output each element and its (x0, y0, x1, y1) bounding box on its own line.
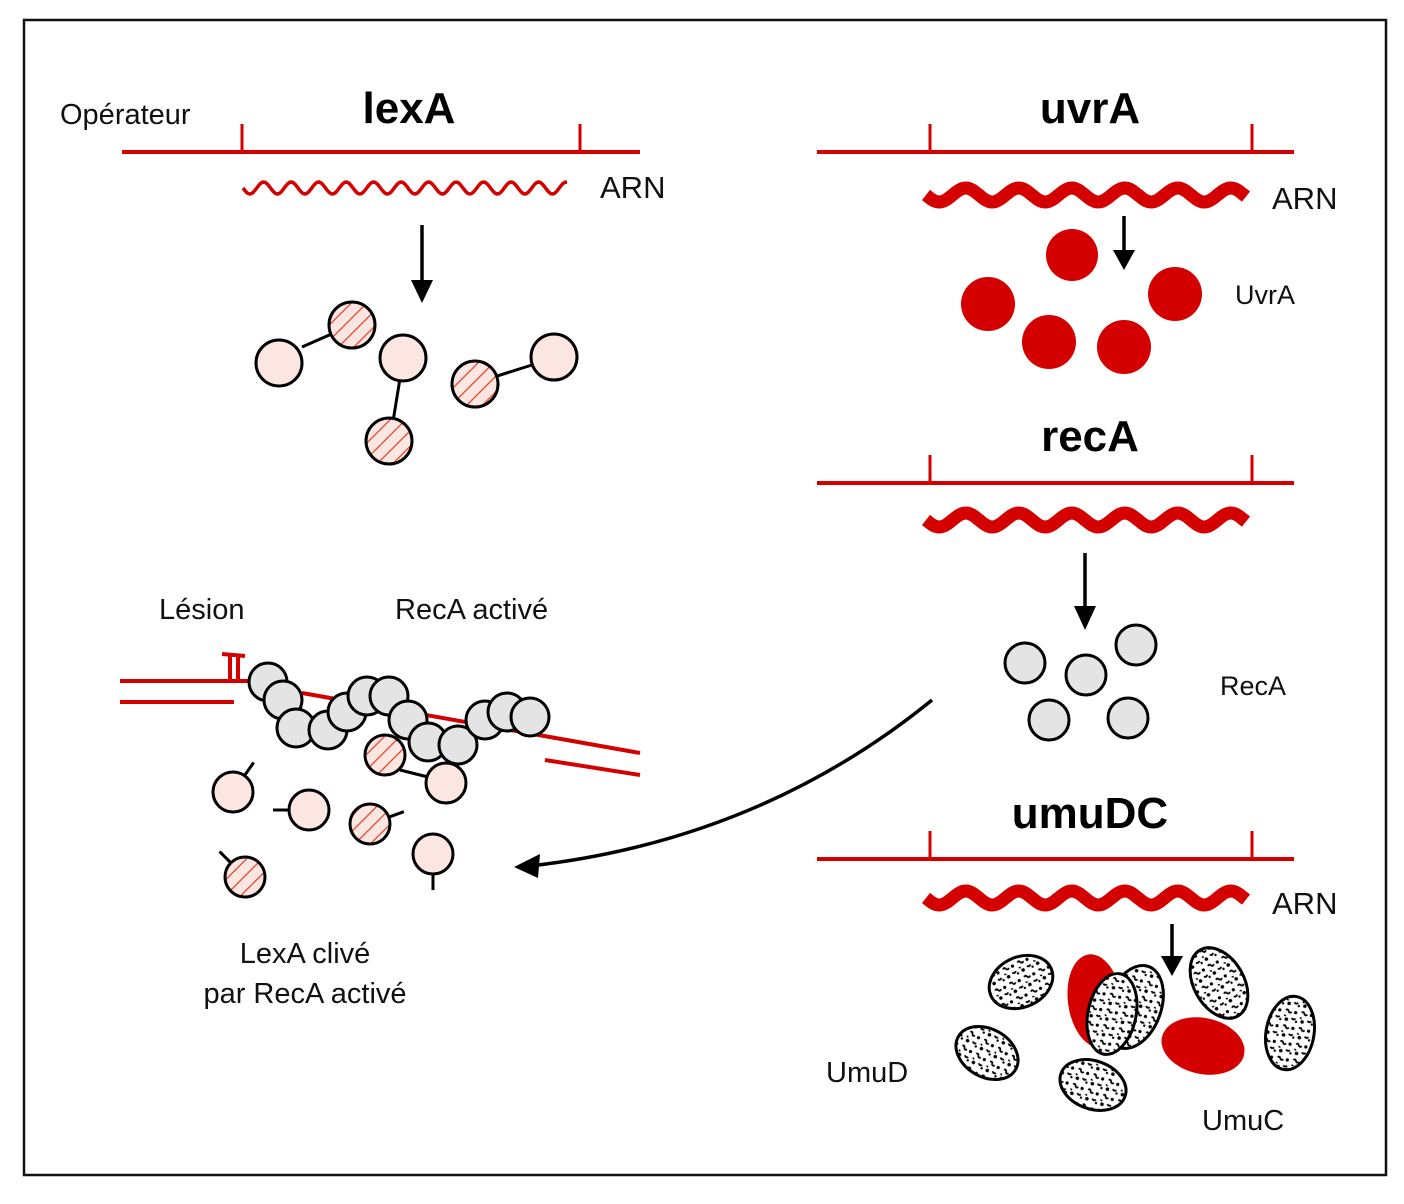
umud-protein (987, 953, 1055, 1011)
reca-gene-label: recA (1041, 412, 1139, 461)
umud-protein (1188, 946, 1250, 1020)
umud-label: UmuD (826, 1057, 908, 1089)
activation-curved-arrow (529, 698, 934, 868)
lexa-dimer (450, 332, 579, 409)
activated-reca-protein (509, 696, 551, 738)
reca-protein (1106, 696, 1150, 740)
reca-protein (1064, 653, 1108, 697)
dna-strand-bottom-right (544, 758, 641, 777)
lexa-protein-hatched (450, 359, 500, 409)
lexa-protein-plain (254, 338, 304, 388)
lexa-protein-plain (529, 332, 579, 382)
uvra-operon: uvrA ARN UvrA (817, 84, 1337, 374)
lexa-dimer (364, 333, 428, 466)
reca-protein-label: RecA (1220, 671, 1286, 701)
cleaved-lexa-hatched (363, 733, 407, 777)
activation-arrow-head (514, 854, 540, 878)
cleaved-lexa-hatched (223, 855, 267, 899)
uvra-rna-label: ARN (1272, 181, 1337, 216)
lesion-dimer-icon (221, 652, 246, 681)
lexa-protein-hatched (327, 300, 377, 350)
umuc-label: UmuC (1202, 1105, 1284, 1137)
lexa-rna-label: ARN (600, 170, 665, 205)
uvra-protein-label: UvrA (1235, 280, 1295, 310)
lesion-label: Lésion (159, 594, 244, 626)
lexa-arrow-head (411, 280, 433, 303)
lesion-panel: Lésion RecA activé LexA clivé par RecA a… (120, 594, 641, 1010)
umudc-rna-wave (921, 884, 1251, 912)
lexa-protein-plain (378, 333, 428, 383)
umudc-arrow-head (1161, 956, 1183, 976)
activated-reca-protein (437, 724, 479, 766)
cleaved-linker-stub (388, 810, 405, 819)
lexa-operon: Opérateur lexA ARN (60, 84, 665, 466)
umud-protein (1058, 1058, 1128, 1112)
uvra-rna-wave (921, 181, 1251, 209)
umud-protein (1264, 994, 1316, 1072)
reca-protein (1027, 698, 1071, 742)
umudc-operon: umuDC ARN UmuD UmuC (817, 789, 1337, 1137)
lexa-gene-label: lexA (363, 84, 456, 133)
cleaved-lexa-group (211, 733, 468, 899)
uvra-protein (1097, 320, 1151, 374)
reca-operon: recA RecA (817, 412, 1294, 742)
reca-rna-wave (921, 506, 1251, 534)
umud-protein (1085, 972, 1139, 1056)
uvra-protein (1022, 315, 1076, 369)
caption-line2: par RecA activé (203, 978, 406, 1010)
reca-filament (247, 661, 551, 766)
uvra-gene-label: uvrA (1040, 84, 1140, 133)
uvra-protein (961, 277, 1015, 331)
lexa-dimer (254, 300, 377, 388)
reca-arrow-head (1074, 606, 1096, 630)
reca-protein (1114, 623, 1158, 667)
lexa-rna-wave (241, 180, 568, 196)
lexa-protein-hatched (364, 416, 414, 466)
cleaved-linker-stub (218, 850, 232, 864)
caption-line1: LexA clivé (240, 938, 371, 970)
umudc-rna-label: ARN (1272, 886, 1337, 921)
cleaved-lexa-plain (424, 761, 468, 805)
cleaved-lexa-plain (411, 832, 455, 876)
reca-activated-label: RecA activé (395, 594, 548, 626)
uvra-protein (1148, 267, 1202, 321)
umud-protein (954, 1024, 1020, 1082)
cleaved-lexa-plain (211, 770, 255, 814)
umudc-gene-label: umuDC (1012, 789, 1168, 838)
operator-label: Opérateur (60, 99, 191, 131)
umuc-protein (1161, 1017, 1245, 1075)
cleaved-lexa-plain (287, 788, 331, 832)
figure-frame (22, 18, 1388, 1177)
uvra-protein (1046, 229, 1098, 281)
cleaved-linker-stub (243, 761, 255, 777)
cleaved-lexa-hatched (348, 802, 392, 846)
reca-protein (1003, 641, 1047, 685)
uvra-arrow-head (1113, 250, 1135, 270)
